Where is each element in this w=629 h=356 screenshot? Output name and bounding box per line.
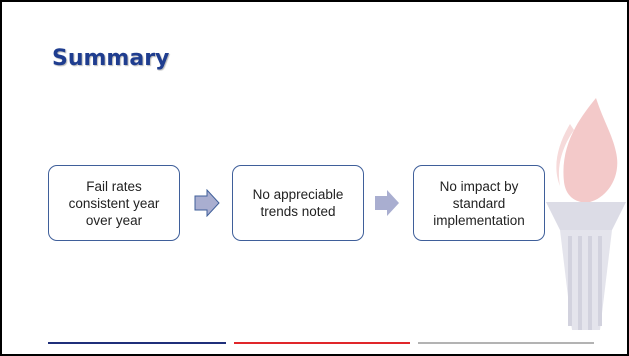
footer-rule-gray	[418, 342, 594, 344]
right-arrow-icon	[194, 189, 220, 217]
step-box-2: No appreciable trends noted	[232, 165, 364, 241]
right-arrow-icon	[375, 190, 399, 216]
step-box-3-label: No impact by standard implementation	[433, 178, 525, 228]
torch-watermark-icon	[546, 98, 626, 330]
step-box-3: No impact by standard implementation	[413, 165, 545, 241]
footer-rule-blue	[48, 342, 226, 344]
step-box-2-label: No appreciable trends noted	[252, 187, 344, 219]
footer-rule-red	[234, 342, 410, 344]
slide-title: Summary	[52, 46, 170, 71]
step-box-1-label: Fail rates consistent year over year	[68, 178, 160, 228]
step-box-1: Fail rates consistent year over year	[48, 165, 180, 241]
